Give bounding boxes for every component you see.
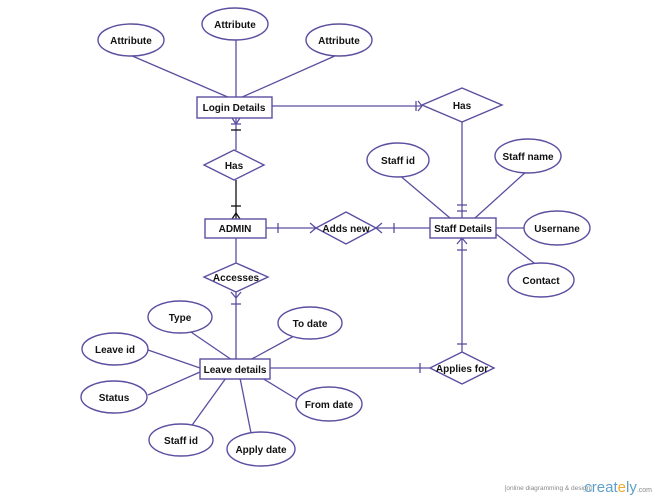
attribute-from-date: From date — [295, 386, 363, 422]
entity-admin: ADMIN — [204, 218, 267, 239]
relationship-accesses: Accesses — [202, 262, 270, 293]
link-leave-applydate — [239, 377, 253, 439]
svg-text:Apply date: Apply date — [235, 445, 287, 456]
link-login-attribute-1 — [129, 54, 231, 99]
attribute-username: Usernane — [523, 210, 591, 246]
link-leave-todate — [249, 335, 295, 361]
svg-text:Login Details: Login Details — [203, 103, 266, 114]
svg-text:Attribute: Attribute — [318, 36, 360, 47]
svg-text:Has: Has — [225, 161, 244, 172]
relationship-login-has-staff: Has — [420, 87, 504, 123]
svg-text:Adds new: Adds new — [322, 224, 369, 235]
relationship-admin-has-login: Has — [202, 149, 266, 181]
attribute-login-1: Attribute — [97, 23, 165, 57]
brand-tail: ly — [625, 479, 637, 496]
svg-text:Leave details: Leave details — [204, 365, 267, 376]
entity-leave-details: Leave details — [199, 358, 271, 380]
attribute-leave-staff-id: Staff id — [148, 423, 214, 457]
svg-text:Staff id: Staff id — [381, 156, 415, 167]
link-login-attribute-3 — [239, 54, 338, 99]
svg-text:Leave id: Leave id — [95, 345, 135, 356]
svg-text:Applies for: Applies for — [436, 364, 488, 375]
link-leave-fromdate — [261, 377, 299, 401]
attribute-apply-date: Apply date — [226, 431, 296, 467]
svg-text:Staff Details: Staff Details — [434, 224, 492, 235]
link-staff-staffname — [474, 169, 529, 219]
attribute-login-2: Attribute — [201, 7, 269, 41]
creately-logo: creately.com — [584, 479, 652, 496]
relationship-applies-for: Applies for — [428, 351, 496, 385]
svg-text:ADMIN: ADMIN — [219, 224, 252, 235]
link-leave-type — [187, 329, 233, 361]
brand-dot: e — [617, 479, 626, 496]
link-leave-status — [147, 371, 201, 396]
attribute-contact: Contact — [507, 262, 575, 298]
svg-text:Type: Type — [169, 313, 192, 324]
attribute-staff-id: Staff id — [366, 142, 430, 178]
svg-text:Attribute: Attribute — [214, 20, 256, 31]
watermark-tagline: [online diagramming & design] — [504, 485, 592, 492]
link-staff-staffid — [397, 173, 451, 219]
svg-text:Usernane: Usernane — [534, 224, 580, 235]
svg-text:Staff id: Staff id — [164, 436, 198, 447]
attribute-leave-id: Leave id — [81, 332, 149, 366]
svg-text:Accesses: Accesses — [213, 273, 260, 284]
link-leave-staffid — [189, 377, 227, 429]
attribute-to-date: To date — [277, 306, 343, 340]
svg-text:Contact: Contact — [522, 276, 560, 287]
link-staff-contact — [495, 233, 539, 267]
svg-text:Staff name: Staff name — [502, 152, 554, 163]
svg-text:Status: Status — [99, 393, 130, 404]
entity-staff-details: Staff Details — [429, 217, 497, 239]
brand-main: creat — [584, 479, 618, 496]
brand-suffix: .com — [636, 487, 652, 494]
attribute-staff-name: Staff name — [494, 138, 562, 174]
svg-text:To date: To date — [293, 319, 328, 330]
entity-login-details: Login Details — [196, 96, 273, 119]
attribute-login-3: Attribute — [305, 23, 373, 57]
svg-text:From date: From date — [305, 400, 354, 411]
link-leave-leaveid — [147, 349, 201, 369]
attribute-type: Type — [147, 300, 213, 334]
relationship-adds-new: Adds new — [314, 211, 378, 245]
svg-text:Attribute: Attribute — [110, 36, 152, 47]
attribute-status: Status — [80, 380, 148, 414]
svg-text:Has: Has — [453, 101, 472, 112]
